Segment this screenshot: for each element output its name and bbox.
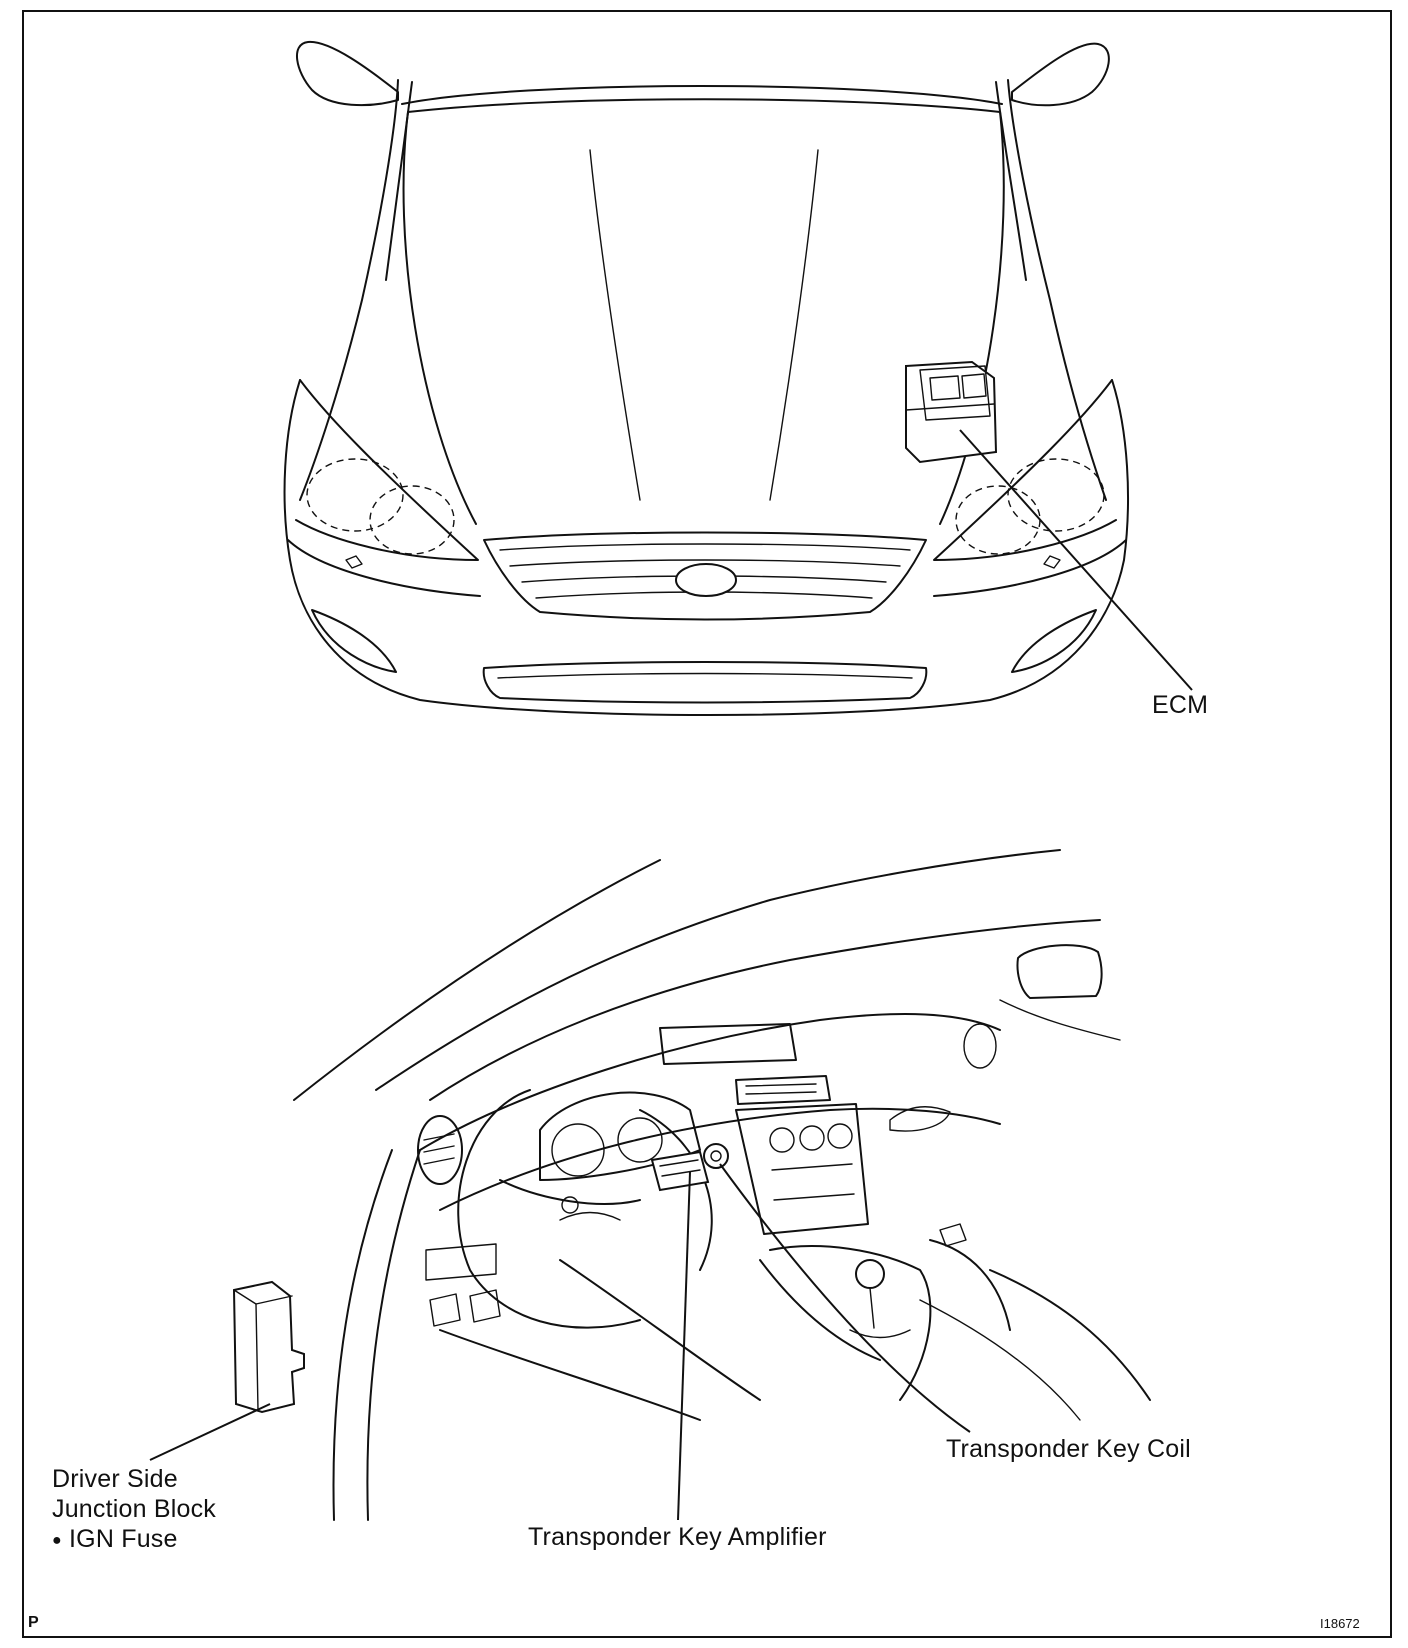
corner-code-left: P [28, 1614, 39, 1631]
transponder-key-coil-label: Transponder Key Coil [946, 1435, 1191, 1463]
transponder-key-amplifier-label: Transponder Key Amplifier [528, 1523, 827, 1551]
ign-fuse-label: ● IGN Fuse [52, 1524, 178, 1556]
driver-side-junction-block-label-line2: Junction Block [52, 1495, 216, 1523]
ign-fuse-text: IGN Fuse [69, 1525, 178, 1553]
figure-border [22, 10, 1392, 1638]
bullet-icon: ● [52, 1532, 62, 1549]
figure-id: I18672 [1320, 1616, 1360, 1631]
ecm-label: ECM [1152, 691, 1209, 719]
vehicle-front-view [283, 40, 1193, 716]
driver-side-junction-block-label-line1: Driver Side [52, 1465, 178, 1493]
vehicle-interior-view [149, 849, 1151, 1521]
